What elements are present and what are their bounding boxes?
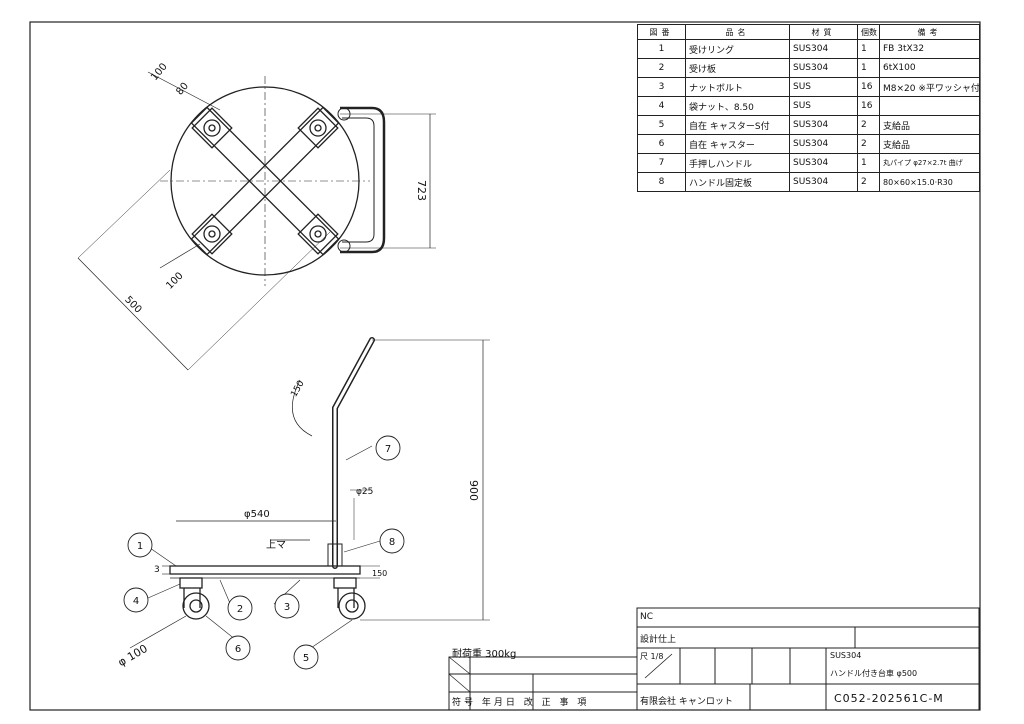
cross-bar-a [190,106,340,256]
finish-label: 設計仕上 [640,635,677,645]
dim-500: 500 [122,294,143,315]
dim-723: 723 [415,180,428,201]
dim-phi540: φ540 [244,509,270,520]
svg-text:8: 8 [389,537,395,548]
material-label: SUS304 [830,651,862,660]
caster-plate-bl [191,213,233,255]
caster-plate-br [297,213,339,255]
caster-right [333,577,366,620]
top-view [77,71,436,371]
dim-900: 900 [467,480,480,501]
dim-100-bottom: 100 [164,270,185,291]
header-no: 図番 [637,24,686,40]
handle-loop-inner [342,117,375,243]
callout-1: 1 [127,532,153,558]
label-up-mark: 上マ [266,539,286,551]
caster-plate-tl [191,107,233,149]
callout-4: 4 [123,587,149,613]
drawing-title: ハンドル付き台車 φ500 [830,669,918,678]
load-rating: 耐荷重 300kg [452,649,517,660]
dim-angle-150: 150 [289,379,306,399]
svg-text:3: 3 [284,602,290,613]
header-material: 材質 [789,24,858,40]
side-view [129,337,490,651]
cross-bar-b [190,106,340,256]
header-note: 備考 [879,24,980,40]
dim-80-top: 80 [174,81,191,98]
header-qty: 個数 [857,24,880,40]
handle-loop-top [340,106,386,254]
platform [169,565,361,575]
callout-5: 5 [293,644,319,670]
company-name: 有限会社 キャンロット [640,697,733,707]
callout-3: 3 [274,593,300,619]
svg-text:5: 5 [303,653,309,664]
header-name: 品名 [685,24,790,40]
callout-6: 6 [225,635,251,661]
drawing-number: C052-202561C-M [834,692,944,705]
svg-text:7: 7 [385,444,391,455]
callout-2: 2 [227,595,253,621]
title-block [448,607,980,711]
dim-phi25: φ25 [356,487,373,497]
dim-offset-3: 3 [154,565,160,575]
caster-left [179,577,210,620]
svg-text:2: 2 [237,604,243,615]
parts-table-header: 図番 品名 材質 個数 備考 [637,24,980,40]
svg-text:6: 6 [235,644,241,655]
svg-text:1: 1 [137,541,143,552]
caster-plate-tr [297,107,339,149]
nc-label: NC [640,612,654,622]
scale-label: 尺 1/8 [640,652,664,661]
revision-headers: 符号 年月日 改 正 事 項 [452,698,590,708]
dim-100-top: 100 [149,61,170,83]
svg-text:4: 4 [133,596,139,607]
callout-7: 7 [375,435,401,461]
dim-lift-150: 150 [372,569,387,578]
callout-8: 8 [379,528,405,554]
